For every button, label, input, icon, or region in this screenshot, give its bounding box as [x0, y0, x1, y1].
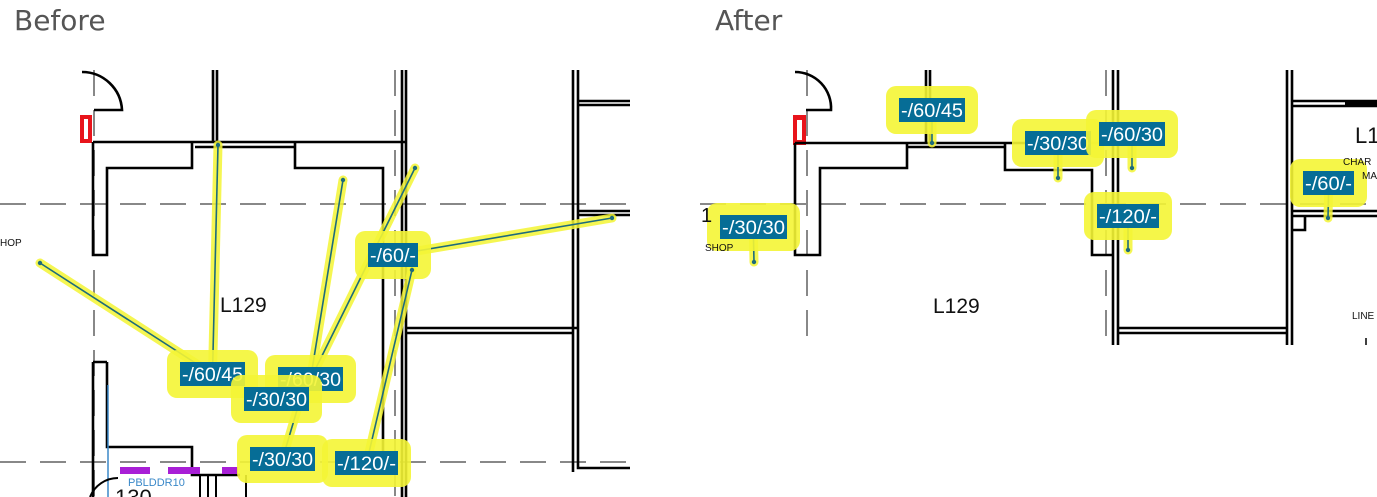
tag-label: -/60/45 — [901, 101, 963, 122]
fire-rating-tag[interactable]: -/60/45 — [886, 86, 978, 134]
fire-rating-tag[interactable]: -/60/- — [1290, 159, 1367, 207]
leader-line — [365, 269, 413, 464]
tag-box — [335, 451, 398, 475]
tag-label: -/30/30 — [722, 218, 785, 239]
after-overlay-labels: CHAR MA 1 SHOP — [701, 157, 1377, 254]
tag-label: -/30/30 — [1027, 134, 1089, 155]
fire-rating-tag[interactable]: -/30/30 — [237, 435, 328, 483]
tag-label: -/60/- — [1305, 174, 1352, 195]
fire-rating-tag[interactable]: -/30/30 — [1012, 119, 1104, 167]
after-title: After — [715, 4, 783, 37]
tag-label: -/60/45 — [182, 365, 243, 386]
before-title: Before — [14, 4, 106, 37]
side-room-label: HOP — [0, 238, 22, 249]
tag-label: -/30/30 — [252, 450, 313, 471]
leader-end-dot — [215, 142, 221, 148]
leader-end-dot — [751, 259, 757, 265]
tag-label: -/120/- — [1099, 207, 1157, 228]
leader-line — [211, 144, 219, 375]
tag-label: -/60/30 — [1101, 125, 1163, 146]
leader-end-dot — [609, 215, 615, 221]
leader-end-dot — [929, 140, 935, 146]
tag-box — [720, 215, 787, 239]
tag-box — [1097, 204, 1159, 228]
tag-box — [899, 98, 965, 122]
fire-rating-tag[interactable]: -/60/30 — [1086, 110, 1178, 158]
tag-label: -/120/- — [337, 454, 396, 475]
door-marker — [120, 467, 150, 474]
leader-end-dot — [409, 267, 415, 273]
leader-end-dot — [1325, 215, 1331, 221]
door-label: PBLDDR10 — [128, 477, 185, 489]
room-sub-label: MA — [1362, 171, 1377, 182]
leader-end-dot — [340, 177, 346, 183]
leader-line — [309, 179, 344, 380]
tag-box — [368, 243, 418, 267]
leader-end-dot — [412, 165, 418, 171]
fire-rating-tag[interactable]: -/60/- — [355, 231, 431, 279]
before-floor-plan: L129 HOP PBLDDR10 130 — [0, 70, 630, 497]
partial-room-label: 130 — [115, 485, 152, 497]
fire-rating-tags: -/60/45 -/60/30 -/60/- -/30/30 -/120/- -/60/4… — [35, 86, 1367, 487]
room-label-l1: L1 — [1355, 123, 1377, 148]
fire-rating-tag[interactable]: -/30/30 — [707, 203, 800, 251]
side-room-label: SHOP — [705, 243, 734, 254]
side-room-number: 1 — [701, 205, 712, 227]
leader-end-dot — [1055, 175, 1061, 181]
room-label-l129: L129 — [933, 295, 980, 318]
room-lower-label: LINE — [1352, 311, 1375, 322]
tag-box — [1303, 171, 1354, 195]
tag-box — [1099, 122, 1165, 146]
room-label-l129: L129 — [220, 294, 267, 317]
after-floor-plan: L129 L1 LINE — [700, 70, 1377, 345]
tag-box — [250, 447, 315, 471]
tag-box — [1025, 131, 1091, 155]
room-sub-label: CHAR — [1343, 157, 1371, 168]
tag-box — [244, 387, 309, 411]
leader-end-dot — [37, 260, 43, 266]
tag-label: -/30/30 — [246, 390, 307, 411]
fire-rating-tag[interactable]: -/120/- — [1084, 192, 1172, 240]
fire-rating-tag[interactable]: -/120/- — [322, 439, 411, 487]
leader-end-dot — [1129, 165, 1135, 171]
tag-label: -/60/- — [370, 246, 416, 267]
leader-end-dot — [1125, 247, 1131, 253]
fire-rating-tag[interactable]: -/30/30 — [231, 375, 322, 423]
